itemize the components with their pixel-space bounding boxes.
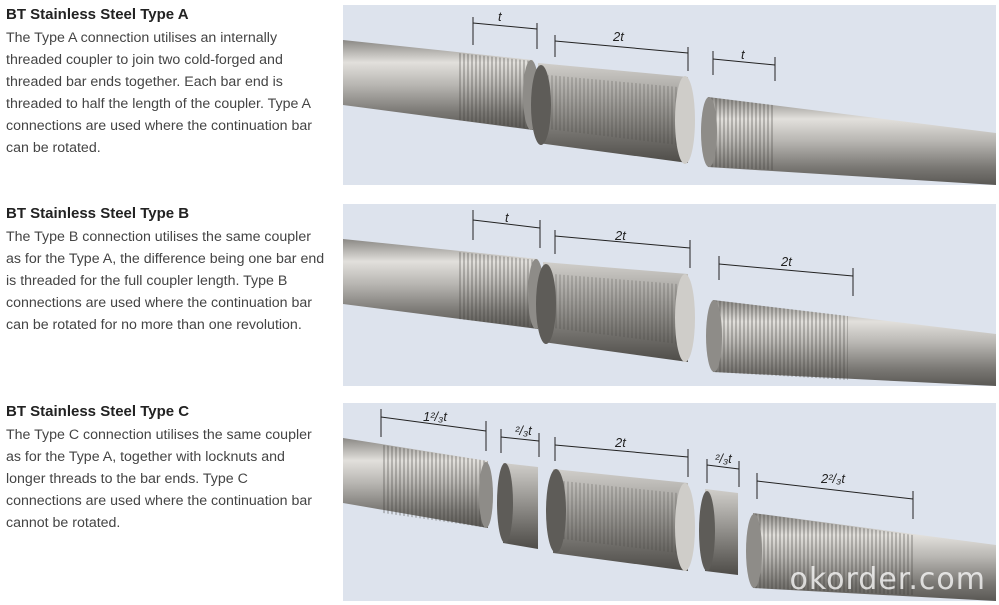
bar-left: [343, 40, 539, 130]
dim-label: t: [498, 9, 503, 24]
diagram-type-b: t 2t 2t: [343, 204, 996, 386]
section-title: BT Stainless Steel Type C: [6, 403, 190, 420]
dim-label: 2t: [614, 435, 627, 450]
dimension-labels: t 2t t: [472, 9, 776, 81]
dim-label: t: [505, 210, 510, 225]
dim-label: 2t: [612, 29, 625, 44]
dim-label: 1²/₃t: [423, 409, 448, 424]
bar-right: [746, 513, 996, 601]
coupler: [531, 63, 695, 164]
section-type-b: BT Stainless Steel Type B The Type B con…: [6, 204, 326, 336]
dim-label: ²/₃t: [515, 423, 533, 438]
bar-left: [343, 438, 493, 528]
section-body: The Type C connection utilises the same …: [6, 427, 313, 531]
bar-right: [706, 300, 996, 386]
section-type-a: BT Stainless Steel Type A The Type A con…: [6, 5, 326, 159]
section-body: The Type A connection utilises an intern…: [6, 30, 313, 156]
coupler: [546, 469, 695, 571]
dimension-labels: t 2t 2t: [472, 210, 854, 296]
diagram-type-c: 1²/₃t ²/₃t 2t ²/₃t 2²/₃t okorder.com: [343, 403, 996, 601]
section-type-c: BT Stainless Steel Type C The Type C con…: [6, 402, 326, 534]
diagram-type-a: t 2t t: [343, 5, 996, 185]
section-body: The Type B connection utilises the same …: [6, 229, 325, 333]
dim-label: 2²/₃t: [820, 471, 846, 486]
bar-left: [343, 239, 544, 329]
dim-label: t: [741, 47, 746, 62]
dim-label: 2t: [780, 254, 793, 269]
dim-label: ²/₃t: [715, 451, 733, 466]
dimension-labels: 1²/₃t ²/₃t 2t ²/₃t 2²/₃t: [380, 409, 914, 519]
watermark: okorder.com: [789, 562, 986, 597]
coupler: [536, 262, 695, 362]
bar-right: [701, 97, 996, 185]
section-title: BT Stainless Steel Type A: [6, 6, 189, 23]
dim-label: 2t: [614, 228, 627, 243]
locknut-left: [497, 463, 538, 549]
section-title: BT Stainless Steel Type B: [6, 205, 190, 222]
locknut-right: [699, 489, 738, 575]
